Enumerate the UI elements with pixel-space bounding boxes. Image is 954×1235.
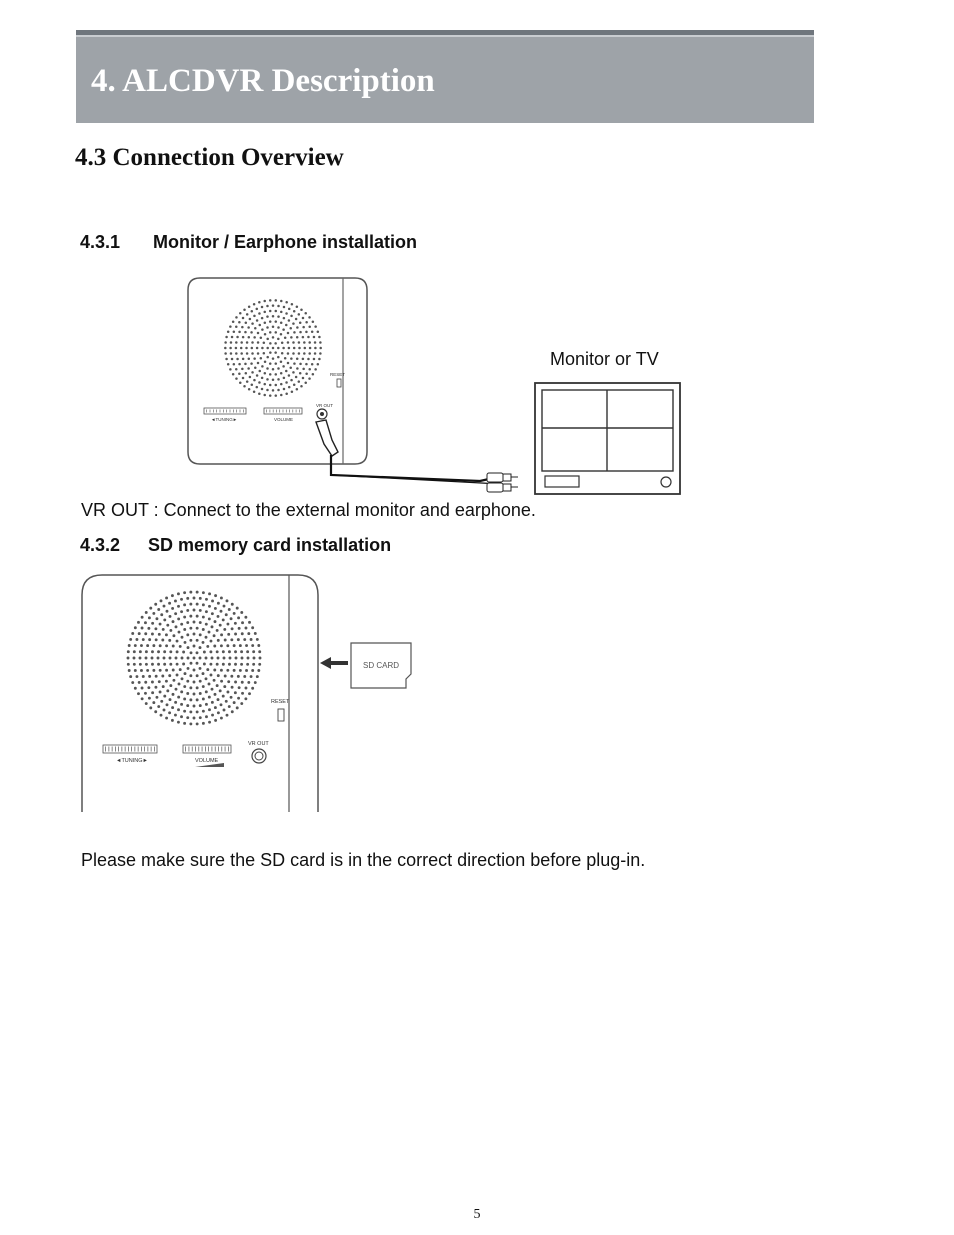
sd-card-label: SD CARD bbox=[363, 661, 399, 670]
reset-label: RESET bbox=[271, 699, 290, 705]
reset-button bbox=[277, 708, 285, 722]
subsection-number: 4.3.1 bbox=[80, 232, 121, 252]
section-title: 4.3 Connection Overview bbox=[75, 144, 344, 171]
volume-scale bbox=[185, 746, 229, 752]
vr-out-description: VR OUT : Connect to the external monitor… bbox=[81, 500, 536, 520]
header-highlight-line bbox=[76, 35, 814, 37]
volume-slider bbox=[182, 744, 232, 754]
monitor-control-panel bbox=[544, 475, 580, 488]
subsection-title: Monitor / Earphone installation bbox=[153, 232, 418, 252]
monitor-label: Monitor or TV bbox=[550, 349, 659, 369]
rca-connectors bbox=[486, 472, 518, 493]
volume-wedge bbox=[195, 763, 224, 767]
chapter-title: 4. ALCDVR Description bbox=[91, 63, 435, 99]
tuning-slider bbox=[203, 407, 247, 415]
reset-label: RESET bbox=[330, 372, 345, 377]
monitor-connection-diagram: RESET ◄TUNING► VOLUME VR OUT Monitor or … bbox=[187, 277, 681, 495]
tuning-slider bbox=[102, 744, 158, 754]
sd-card bbox=[350, 642, 412, 689]
chapter-header-band: 4. ALCDVR Description bbox=[76, 30, 814, 123]
monitor-power-button bbox=[660, 476, 672, 488]
subsection-heading-sd-card: 4.3.2 SD memory card installation bbox=[80, 535, 391, 556]
subsection-number: 4.3.2 bbox=[80, 535, 121, 555]
page-number: 5 bbox=[473, 1207, 481, 1222]
sd-card-instruction: Please make sure the SD card is in the c… bbox=[81, 850, 646, 870]
tuning-scale bbox=[105, 746, 155, 752]
speaker-grille bbox=[126, 590, 262, 726]
subsection-title: SD memory card installation bbox=[148, 535, 392, 555]
speaker-grille bbox=[224, 299, 322, 397]
vr-out-label: VR OUT bbox=[316, 403, 333, 408]
tuning-label: ◄TUNING► bbox=[211, 417, 237, 422]
volume-scale bbox=[266, 409, 300, 413]
tuning-label: ◄TUNING► bbox=[116, 758, 148, 764]
tuning-scale bbox=[206, 409, 244, 413]
insert-arrow-icon bbox=[320, 657, 348, 669]
reset-button bbox=[336, 378, 342, 388]
volume-label: VOLUME bbox=[195, 758, 219, 764]
volume-label: VOLUME bbox=[274, 417, 293, 422]
av-plug bbox=[315, 419, 339, 457]
sd-card-diagram: RESET ◄TUNING► VOLUME VR OUT SD CARD bbox=[81, 574, 412, 812]
subsection-heading-monitor: 4.3.1 Monitor / Earphone installation bbox=[80, 232, 417, 253]
vr-out-label: VR OUT bbox=[248, 741, 269, 747]
